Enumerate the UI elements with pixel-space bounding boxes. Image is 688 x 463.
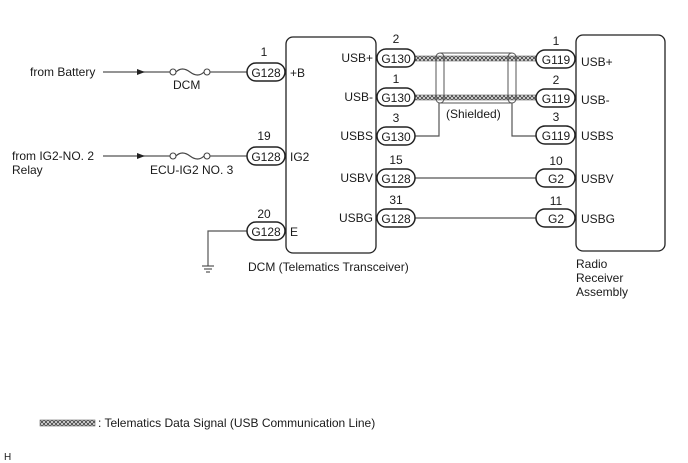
pin-number: 20 (257, 207, 271, 221)
connector-id: G119 (542, 92, 571, 106)
pin-number: 15 (389, 153, 403, 167)
dcm-left-pin: 19 G128 IG2 (246, 129, 310, 166)
radio-box (575, 34, 666, 252)
radio-label-3: Assembly (576, 285, 628, 299)
terminal-label: USB- (581, 93, 610, 107)
dcm-right-pin: 3 USBS G130 (340, 111, 416, 146)
connector-id: G128 (381, 212, 411, 226)
connector-pill (376, 208, 416, 228)
connector-pill (376, 87, 416, 107)
dcm-right-pin: 31 USBG G128 (339, 193, 416, 228)
connector-id: G130 (381, 130, 411, 144)
terminal-label: USBG (581, 212, 615, 226)
dcm-right-pin: 2 USB+ G130 (341, 32, 416, 68)
connector-pill (376, 168, 416, 188)
source-ig2-label: from IG2-NO. 2 (12, 149, 94, 163)
fuse-dcm-label: DCM (173, 78, 200, 92)
connector-pill (246, 62, 286, 82)
source-battery-label: from Battery (30, 65, 95, 79)
connector-pill (376, 48, 416, 68)
legend-text: : Telematics Data Signal (USB Communicat… (98, 416, 375, 430)
radio-pin: 3 G119 USBS (535, 110, 614, 145)
terminal-label: USB+ (581, 55, 613, 69)
terminal-label: USBS (581, 129, 614, 143)
dcm-left-pin: 20 G128 E (246, 207, 298, 241)
pin-number: 1 (261, 45, 268, 59)
terminal-label: E (290, 225, 298, 239)
radio-label-2: Receiver (576, 271, 623, 285)
arrow-icon (137, 69, 145, 75)
dcm-box (285, 36, 377, 254)
radio-pin: 10 G2 USBV (535, 154, 614, 188)
usbs-wire-radio (511, 103, 536, 137)
terminal-label: USBG (339, 211, 373, 225)
pin-number: 1 (553, 34, 560, 48)
pin-number: 3 (553, 110, 560, 124)
connector-pill (535, 88, 576, 108)
radio-pin: 2 G119 USB- (535, 73, 610, 108)
connector-id: G130 (381, 91, 411, 105)
connector-id: G128 (251, 150, 281, 164)
shield-label: (Shielded) (446, 107, 501, 121)
ground-icon (202, 265, 214, 273)
usb-plus-wire (413, 55, 537, 62)
usbs-wire-dcm (414, 103, 440, 137)
connector-id: G128 (251, 66, 281, 80)
terminal-label: USB+ (341, 51, 373, 65)
connector-pill (376, 126, 416, 146)
footer-mark: H (4, 452, 11, 463)
pin-number: 31 (389, 193, 403, 207)
dcm-right-pin: 15 USBV G128 (340, 153, 416, 188)
terminal-label: USB- (344, 90, 373, 104)
fuse-ecu-ig2-icon (169, 152, 211, 160)
radio-pin: 11 G2 USBG (535, 194, 615, 228)
terminal-label: USBV (340, 171, 373, 185)
radio-label-1: Radio (576, 257, 608, 271)
connector-id: G119 (542, 53, 571, 67)
connector-id: G128 (381, 172, 411, 186)
pin-number: 19 (257, 129, 271, 143)
pin-number: 3 (393, 111, 400, 125)
connector-id: G119 (542, 129, 571, 143)
pin-number: 2 (393, 32, 400, 46)
dcm-left-pin: 1 G128 +B (246, 45, 305, 82)
pin-number: 10 (549, 154, 563, 168)
connector-id: G2 (548, 212, 564, 226)
arrow-icon (137, 153, 145, 159)
terminal-label: USBV (581, 172, 614, 186)
source-ig2-label-2: Relay (12, 163, 43, 177)
connector-pill (535, 168, 576, 188)
radio-pin: 1 G119 USB+ (535, 34, 613, 69)
pin-number: 1 (393, 72, 400, 86)
ground-wire (207, 230, 247, 266)
connector-pill (535, 208, 576, 228)
usb-minus-wire (413, 94, 537, 101)
connector-pill (535, 125, 576, 145)
pin-number: 2 (553, 73, 560, 87)
pin-number: 11 (550, 194, 563, 208)
connector-id: G130 (381, 52, 411, 66)
fuse-dcm-icon (169, 68, 211, 76)
dcm-right-pin: 1 USB- G130 (344, 72, 416, 107)
connector-pill (246, 146, 286, 166)
terminal-label: IG2 (290, 150, 310, 164)
dcm-label: DCM (Telematics Transceiver) (248, 260, 409, 274)
connector-pill (535, 49, 576, 69)
fuse-ecu-ig2-label: ECU-IG2 NO. 3 (150, 163, 234, 177)
terminal-label: +B (290, 66, 305, 80)
legend-braid-swatch (39, 419, 96, 427)
connector-id: G2 (548, 172, 564, 186)
connector-id: G128 (251, 225, 281, 239)
connector-pill (246, 221, 286, 241)
terminal-label: USBS (340, 129, 373, 143)
